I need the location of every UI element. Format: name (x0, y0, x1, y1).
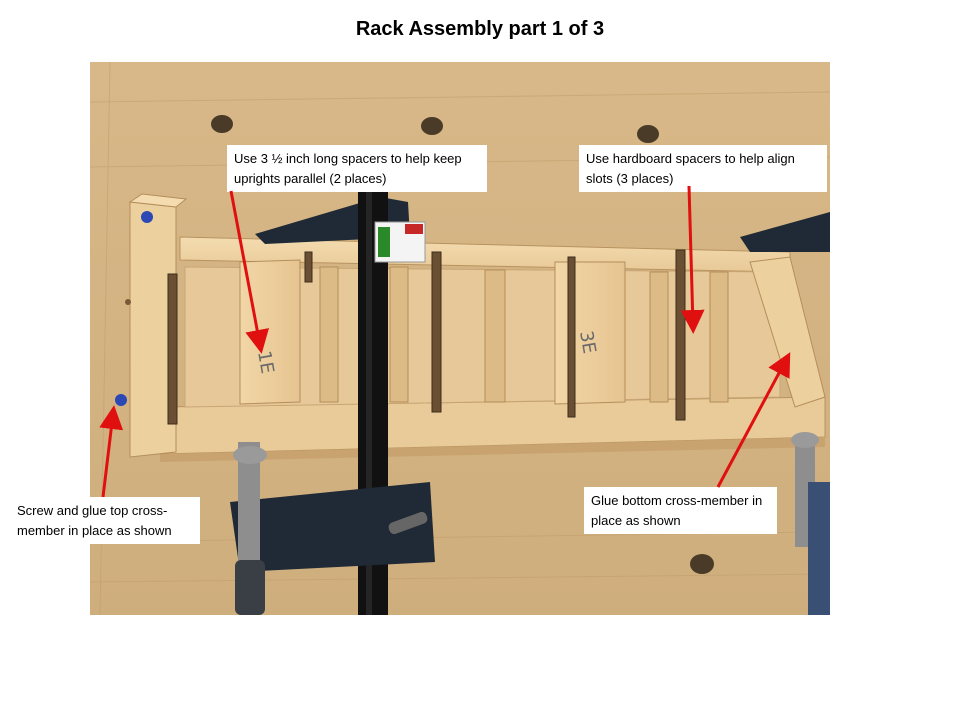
screw-icon (141, 211, 153, 223)
hardboard-spacer (675, 249, 686, 421)
screw-icon (115, 394, 127, 406)
pencil-mark: 1E (253, 349, 278, 375)
pencil-mark: 3E (575, 329, 600, 355)
hardboard-spacer (167, 273, 178, 425)
hardboard-spacer (431, 251, 442, 413)
slide-title: Rack Assembly part 1 of 3 (355, 18, 605, 40)
bench-hole (421, 117, 443, 135)
callout-hardboard-spacers: Use hardboard spacers to help align slot… (579, 145, 827, 192)
bar-clamp (230, 192, 435, 615)
callout-long-spacers: Use 3 ½ inch long spacers to help keep u… (227, 145, 487, 192)
callout-top-cross-member: Screw and glue top cross-member in place… (10, 497, 200, 544)
bench-hole (690, 554, 714, 574)
bench-hole (637, 125, 659, 143)
callout-bottom-cross-member: Glue bottom cross-member in place as sho… (584, 487, 777, 534)
bench-hole (211, 115, 233, 133)
right-clamp (740, 212, 830, 615)
